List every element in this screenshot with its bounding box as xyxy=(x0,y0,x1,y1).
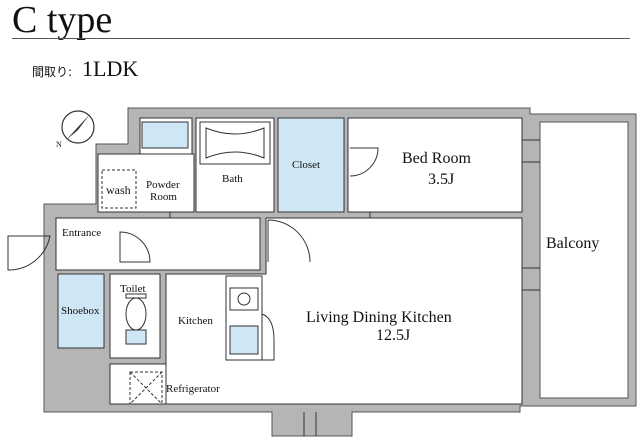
toilet-label: Toilet xyxy=(120,283,146,295)
stove-icon xyxy=(229,287,259,311)
closet-area xyxy=(277,117,345,213)
entrance-label: Entrance xyxy=(62,227,101,239)
ldk-size: 12.5J xyxy=(376,327,410,344)
layout-value: 1LDK xyxy=(82,56,139,81)
shoebox-area xyxy=(57,273,105,349)
ldk-label: Living Dining Kitchen xyxy=(306,309,452,326)
toilet-door xyxy=(119,231,151,263)
shoebox-label: Shoebox xyxy=(61,305,100,317)
north-compass-icon: N xyxy=(56,110,95,149)
closet-label: Closet xyxy=(292,159,320,171)
kitchen-counter xyxy=(225,275,275,361)
bed-room-label: Bed Room xyxy=(402,150,471,167)
balcony-label: Balcony xyxy=(546,235,599,252)
bedroom-closet-door xyxy=(349,147,379,177)
doors xyxy=(7,147,379,436)
wash-label: wash xyxy=(106,183,131,197)
refrigerator-icon xyxy=(129,371,163,405)
washing-machine-spot xyxy=(101,169,137,209)
bed-room-size: 3.5J xyxy=(428,171,454,188)
powder-room-label-1: Powder xyxy=(146,179,180,191)
compass-letter: N xyxy=(56,140,62,149)
bathtub-icon xyxy=(199,121,271,165)
bath-label: Bath xyxy=(222,173,243,185)
wash-basin xyxy=(141,121,189,149)
window-marks xyxy=(169,139,540,291)
refrigerator-label: Refrigerator xyxy=(166,383,220,395)
entrance-door xyxy=(7,235,51,271)
layout-label: 間取り: xyxy=(32,65,73,79)
sink-icon xyxy=(229,325,259,355)
kitchen-label: Kitchen xyxy=(178,315,213,327)
powder-room-label-2: Room xyxy=(150,191,177,203)
title-block: C type xyxy=(12,0,112,40)
layout-info: 間取り: 1LDK xyxy=(32,56,138,82)
page-title: C type xyxy=(12,0,113,41)
title-divider xyxy=(12,38,630,39)
ldk-door xyxy=(267,219,311,263)
toilet-icon xyxy=(125,293,147,345)
